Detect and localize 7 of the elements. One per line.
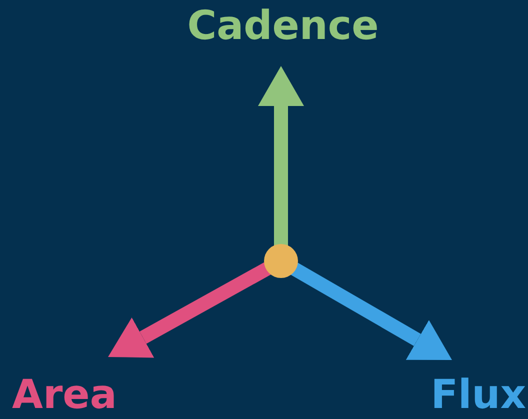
hub-dot	[264, 244, 298, 278]
arrow	[288, 261, 452, 360]
axis-label: Flux	[430, 373, 526, 417]
axis-label: Cadence	[187, 4, 379, 48]
axis-label: Area	[12, 373, 117, 417]
arrow	[258, 66, 304, 248]
arrow	[108, 261, 274, 358]
